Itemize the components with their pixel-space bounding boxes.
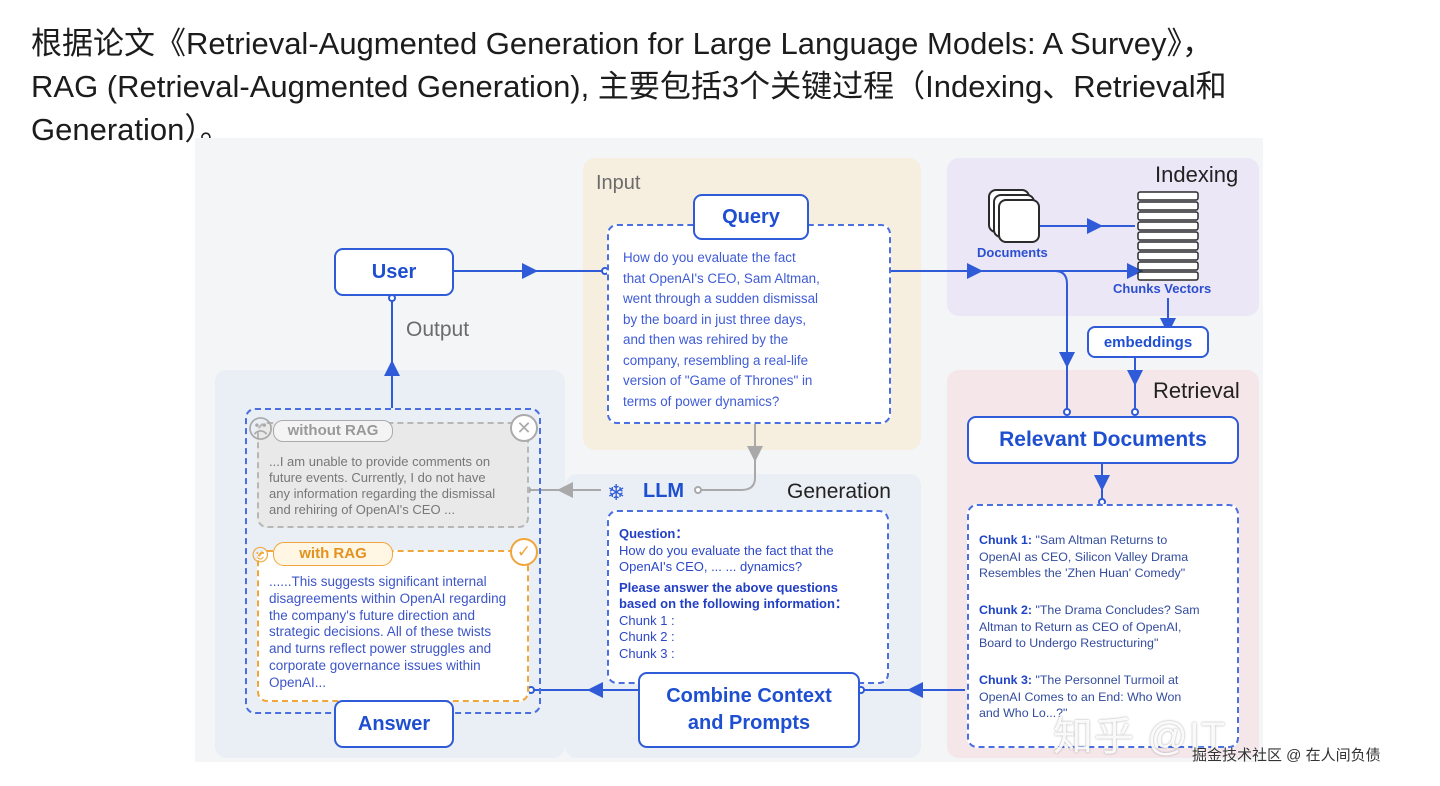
answer-line: the company's future direction and xyxy=(269,607,475,623)
cross-icon: ✕ xyxy=(510,414,538,442)
answer-line: and turns reflect power struggles and xyxy=(269,641,492,657)
with-rag-text: ......This suggests significant internal… xyxy=(269,574,506,692)
output-label: Output xyxy=(406,318,470,341)
without-rag-text: ...I am unable to provide comments on fu… xyxy=(269,454,495,518)
query-line: went through a sudden dismissal xyxy=(623,291,819,306)
chunks-vectors-label: Chunks Vectors xyxy=(1113,281,1212,296)
answer-line: disagreements within OpenAI regarding xyxy=(269,590,507,606)
chunk-item: Chunk 3: "The Personnel Turmoil at OpenA… xyxy=(979,672,1181,722)
question-label: Question： xyxy=(619,526,689,541)
combine-line: Combine Context xyxy=(666,685,832,707)
documents-icon xyxy=(988,189,1040,243)
answer-line: strategic decisions. All of these twists xyxy=(269,624,492,640)
answer-line: OpenAI... xyxy=(269,674,327,690)
prompt-line: Chunk 3 : xyxy=(619,645,675,661)
relevant-documents-box: Relevant Documents xyxy=(967,416,1239,464)
footer-credit: 掘金技术社区 @ 在人间负债 xyxy=(1192,747,1381,764)
answer-line: future events. Currently, I do not have xyxy=(269,470,486,485)
check-icon: ✓ xyxy=(510,538,538,566)
query-line: How do you evaluate the fact xyxy=(623,250,796,265)
retrieval-label: Retrieval xyxy=(1153,378,1240,403)
chunk-line: Board to Undergo Restructuring" xyxy=(979,636,1159,650)
query-line: that OpenAI's CEO, Sam Altman, xyxy=(623,270,820,286)
prompt-line: Chunk 2 : xyxy=(619,629,675,644)
answer-line: any information regarding the dismissal xyxy=(269,486,496,501)
instruction-line: Please answer the above questions xyxy=(619,579,838,595)
heading-line-1: 根据论文《Retrieval-Augmented Generation for … xyxy=(31,26,1214,61)
with-rag-label: with RAG xyxy=(273,542,393,566)
embeddings-box: embeddings xyxy=(1087,326,1209,358)
query-line: and then was rehired by the xyxy=(623,332,789,347)
answer-line: ...I am unable to provide comments on xyxy=(269,454,491,469)
chunk-line: "The Drama Concludes? Sam xyxy=(1032,603,1200,617)
without-rag-box: ...I am unable to provide comments on fu… xyxy=(257,422,529,528)
chunk-title: Chunk 3: xyxy=(979,673,1033,687)
retrieved-chunks-box: Chunk 1: "Sam Altman Returns to OpenAI a… xyxy=(967,504,1239,748)
query-box: Query xyxy=(693,194,809,240)
chunk-line: and Who Lo...?" xyxy=(979,706,1068,720)
page-heading: 根据论文《Retrieval-Augmented Generation for … xyxy=(31,22,1431,151)
query-text-box: How do you evaluate the fact that OpenAI… xyxy=(607,224,891,424)
generation-label: Generation xyxy=(787,480,891,503)
smile-face-icon: ☺ xyxy=(247,538,274,568)
query-line: by the board in just three days, xyxy=(623,311,807,327)
watermark: 知乎 @IT果果日记 xyxy=(1053,715,1227,759)
chunk-item: Chunk 2: "The Drama Concludes? Sam Altma… xyxy=(979,602,1200,652)
query-line: version of "Game of Thrones" in xyxy=(623,373,813,388)
snowflake-icon: ❄ xyxy=(607,480,626,505)
answer-line: corporate governance issues within xyxy=(269,657,481,673)
input-label: Input xyxy=(596,172,641,194)
sad-face-icon: ☹ xyxy=(247,414,275,444)
answer-box: Answer xyxy=(334,700,454,748)
llm-label: LLM xyxy=(643,480,685,502)
prompt-box: Question： How do you evaluate the fact t… xyxy=(607,510,889,684)
chunk-title: Chunk 2: xyxy=(979,603,1033,617)
prompt-line: Chunk 1 : xyxy=(619,612,675,628)
chunks-vectors-icon xyxy=(1137,191,1199,281)
chunk-line: Altman to Return as CEO of OpenAI, xyxy=(979,619,1182,634)
documents-label: Documents xyxy=(977,245,1048,260)
prompt-text: Question： How do you evaluate the fact t… xyxy=(619,526,848,662)
combine-context-box: Combine Context and Prompts xyxy=(638,672,860,748)
chunk-item: Chunk 1: "Sam Altman Returns to OpenAI a… xyxy=(979,532,1188,582)
chunk-line: OpenAI as CEO, Silicon Valley Drama xyxy=(979,549,1189,564)
without-rag-label: without RAG xyxy=(273,420,393,442)
chunk-line: Resembles the 'Zhen Huan' Comedy" xyxy=(979,566,1186,580)
query-line: company, resembling a real-life xyxy=(623,352,809,368)
chunk-title: Chunk 1: xyxy=(979,533,1033,547)
prompt-line: How do you evaluate the fact that the xyxy=(619,542,834,558)
chunk-line: OpenAI Comes to an End: Who Won xyxy=(979,689,1182,704)
answer-line: and rehiring of OpenAI's CEO ... xyxy=(269,502,456,517)
prompt-line: OpenAI's CEO, ... ... dynamics? xyxy=(619,559,803,574)
query-line: terms of power dynamics? xyxy=(623,393,780,409)
chunk-line: "The Personnel Turmoil at xyxy=(1032,673,1179,687)
heading-line-2: RAG (Retrieval-Augmented Generation), 主要… xyxy=(31,69,1227,104)
user-box: User xyxy=(334,248,454,296)
query-text: How do you evaluate the fact that OpenAI… xyxy=(623,248,820,412)
answer-line: ......This suggests significant internal xyxy=(269,574,487,589)
indexing-label: Indexing xyxy=(1155,162,1239,187)
with-rag-box: ......This suggests significant internal… xyxy=(257,550,529,702)
rag-diagram: Input How do you evaluate the fact that … xyxy=(195,138,1263,762)
instruction-line: based on the following information： xyxy=(619,596,848,611)
chunk-line: "Sam Altman Returns to xyxy=(1032,533,1168,547)
connector-lines xyxy=(384,218,1176,698)
combine-line: and Prompts xyxy=(687,712,811,734)
